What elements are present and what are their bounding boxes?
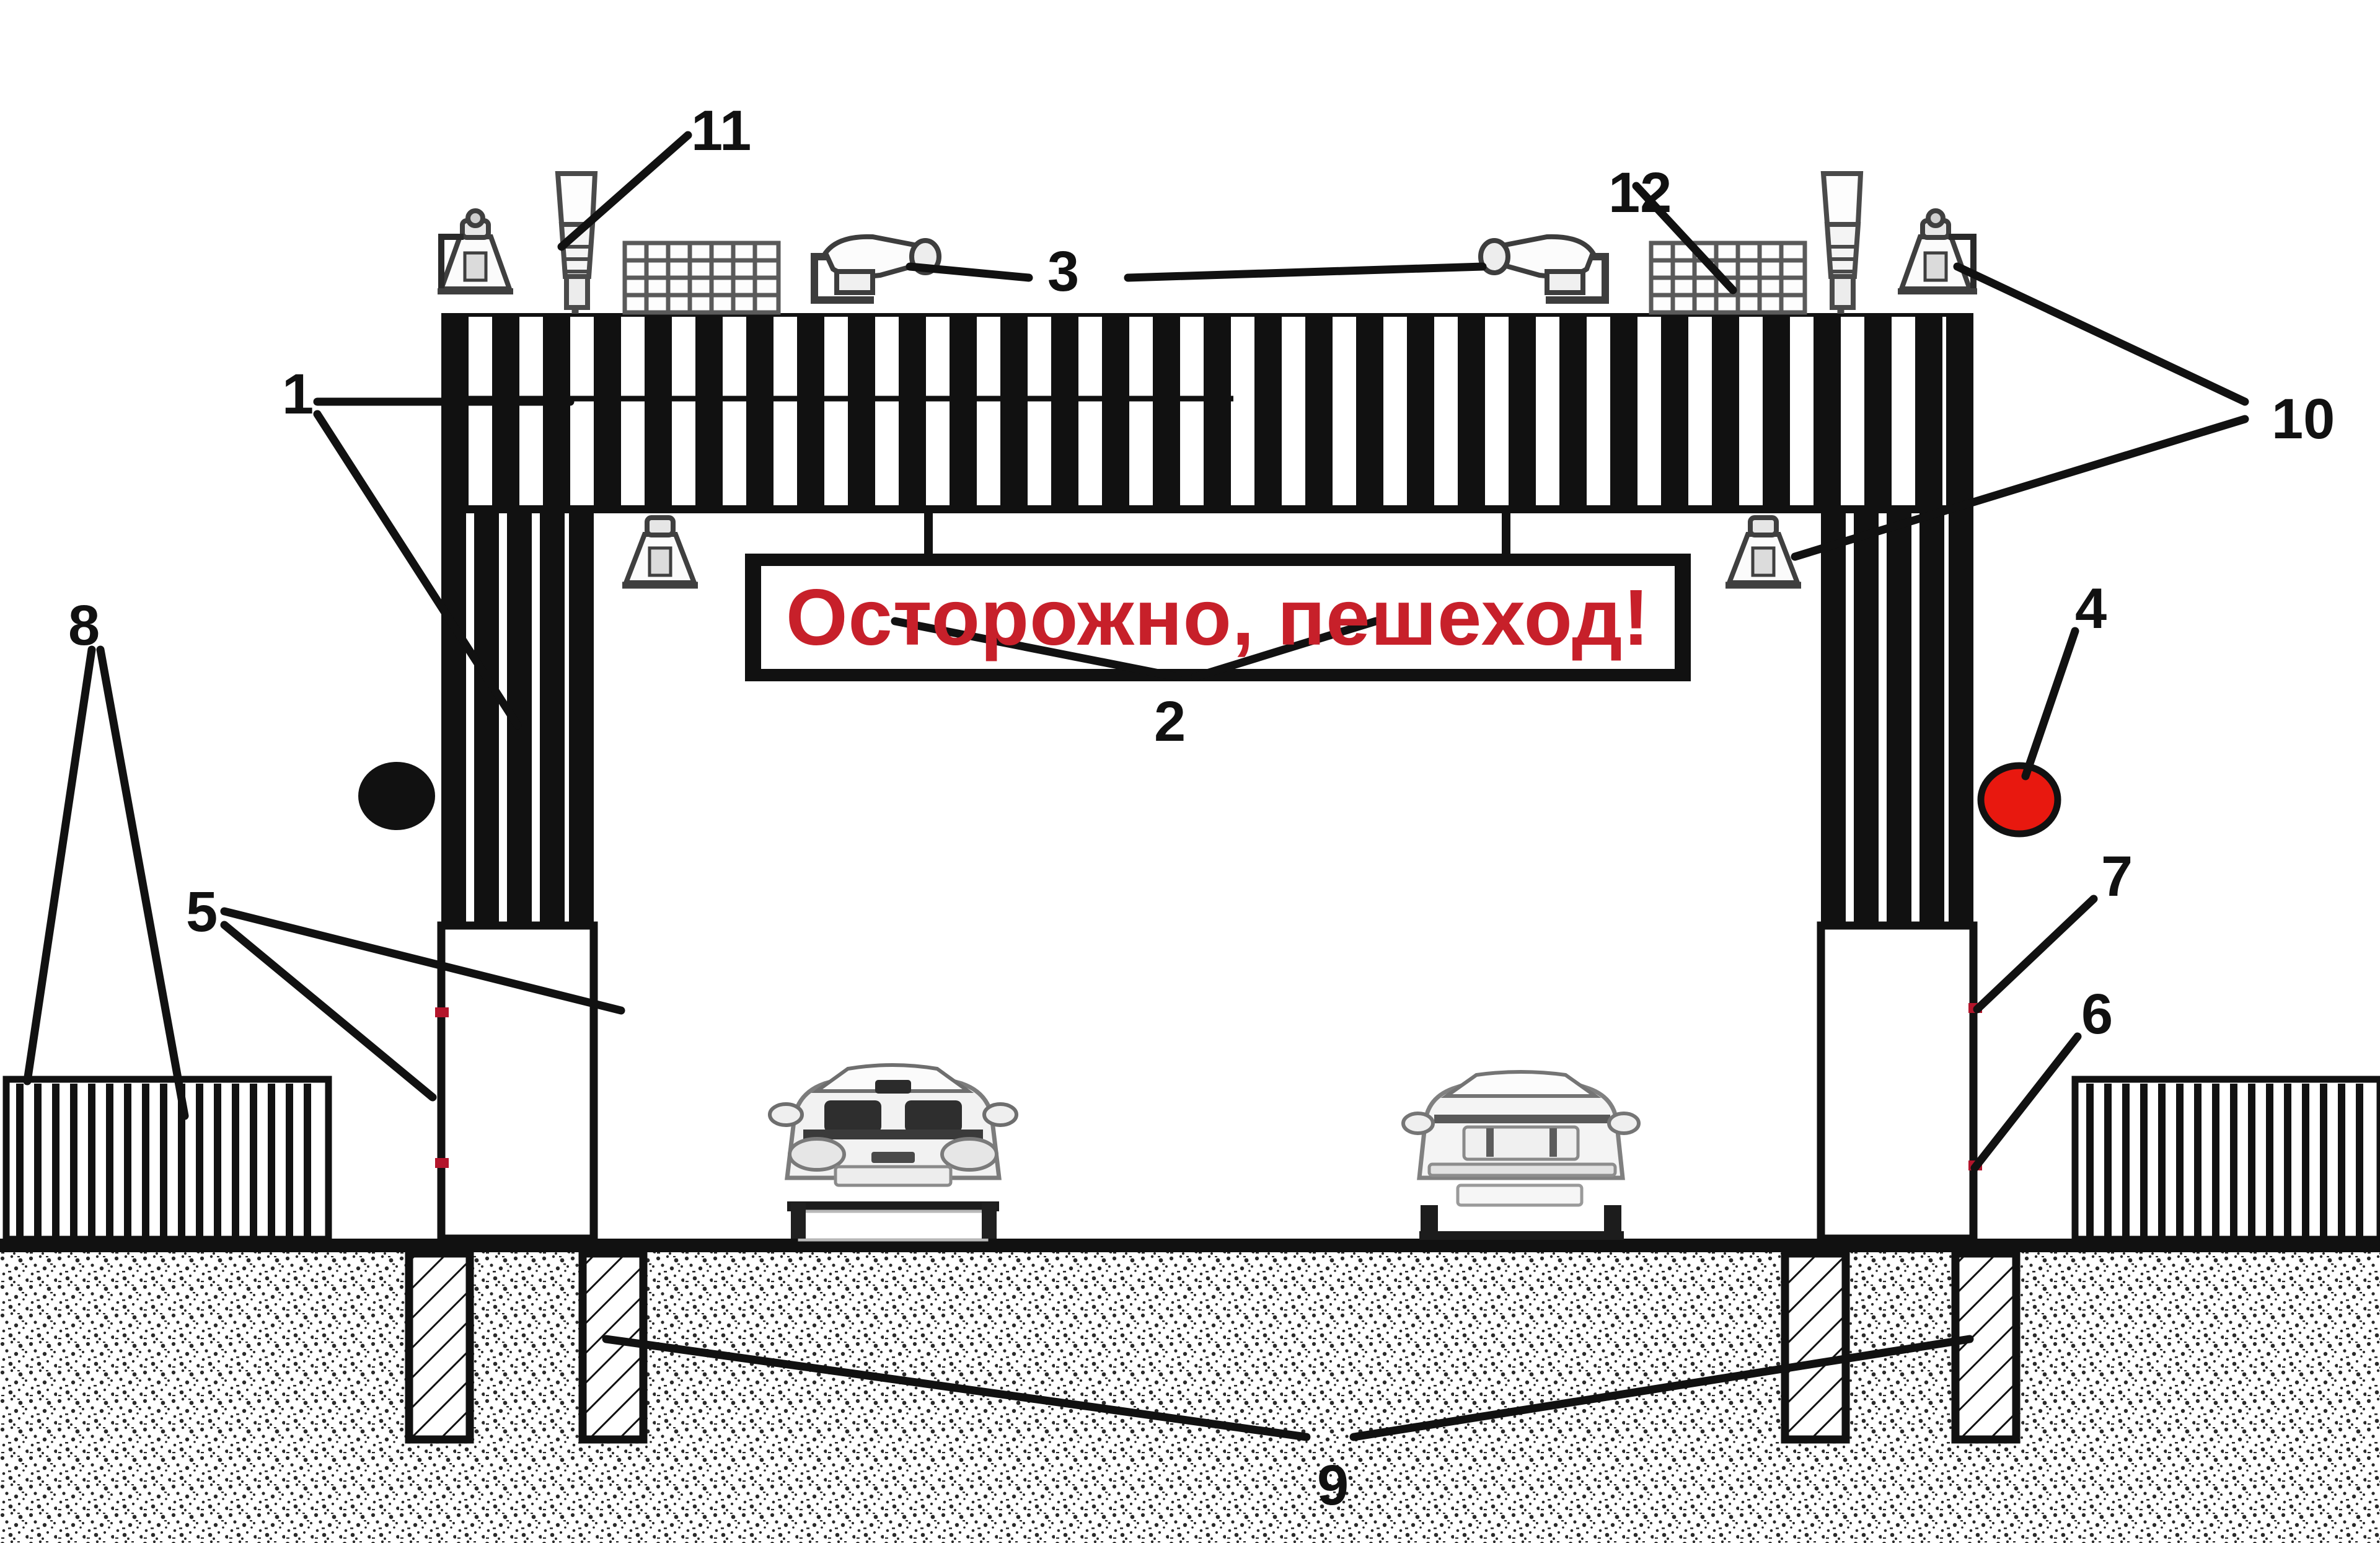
ground-stipple-texture [0, 1239, 2380, 1543]
callout-label-9: 9 [1317, 1454, 1349, 1517]
led-beacon-right [1820, 171, 1864, 314]
floodlight-under-truss-right [1726, 515, 1801, 589]
callout-label-6: 6 [2081, 983, 2113, 1046]
callout-label-7: 7 [2101, 845, 2133, 908]
floodlight-under-truss-left [622, 515, 698, 589]
car-front-view [768, 1063, 1018, 1242]
callout-label-12: 12 [1608, 161, 1672, 224]
cctv-camera-right [1478, 234, 1609, 304]
pedestrian-barrier-right [2071, 1076, 2380, 1243]
callout-label-11: 11 [691, 99, 752, 162]
signal-lamp-black [358, 762, 435, 830]
callout-label-3: 3 [1047, 240, 1080, 303]
pedestrian-barrier-left [2, 1076, 332, 1243]
foundation-piles [405, 1249, 2021, 1444]
floodlight-top-right [1898, 208, 1977, 294]
sign-hanger-rods [924, 508, 1510, 561]
warning-sign-text: Осторожно, пешеход! [785, 573, 1651, 662]
callout-label-5: 5 [186, 880, 218, 944]
callout-label-4: 4 [2075, 577, 2107, 640]
solar-panel-right [1649, 241, 1807, 315]
callout-label-10: 10 [2272, 387, 2335, 451]
callout-label-1: 1 [282, 363, 314, 426]
signal-lamp-red [1977, 762, 2061, 838]
floodlight-top-left [438, 208, 513, 294]
striped-gantry-beam [441, 313, 1973, 513]
left-column-red-ticks [435, 1007, 449, 1168]
callout-label-8: 8 [68, 594, 100, 657]
warning-sign-panel [745, 554, 1691, 681]
callout-label-2: 2 [1154, 690, 1186, 753]
callout-leaders [23, 131, 2249, 1441]
car-rear-view [1401, 1070, 1641, 1240]
solar-panel-left [622, 241, 781, 315]
